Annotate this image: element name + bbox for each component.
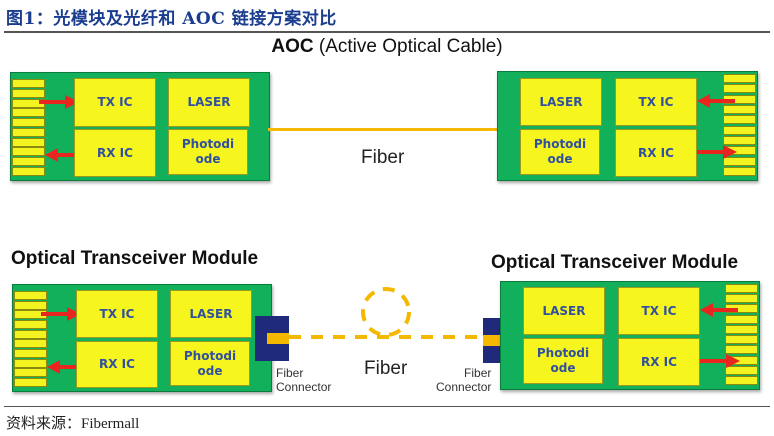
tx-ic-chip: TX IC (615, 78, 697, 126)
photodiode-chip: Photodi ode (170, 341, 250, 386)
source-divider (4, 406, 770, 407)
arrow-right-icon (697, 145, 737, 159)
rx-ic-chip: RX IC (76, 341, 158, 388)
laser-chip: LASER (523, 287, 605, 335)
tx-ic-chip: TX IC (618, 287, 700, 335)
arrow-left-icon (47, 360, 85, 374)
transceiver-right-module: LASER Photodi ode TX IC RX IC (500, 281, 760, 390)
aoc-fiber-line (268, 128, 500, 131)
arrow-right-icon (39, 95, 79, 109)
dashed-fiber (289, 287, 484, 339)
tx-ic-chip: TX IC (74, 78, 156, 127)
photodiode-chip: Photodi ode (520, 129, 600, 175)
laser-chip: LASER (520, 78, 602, 126)
laser-chip: LASER (168, 78, 250, 127)
transceiver-left-module: TX IC RX IC LASER Photodi ode (12, 284, 272, 392)
edge-connector-pins (14, 291, 47, 387)
aoc-heading-bold: AOC (271, 36, 314, 57)
edge-connector-pins (12, 79, 45, 176)
edge-connector-pins (723, 74, 756, 176)
fiber-loop (361, 287, 411, 337)
rx-ic-chip: RX IC (615, 129, 697, 177)
arrow-right-icon (700, 354, 740, 368)
transceiver-fiber-label: Fiber (364, 358, 408, 379)
figure-source: 资料来源：Fibermall (6, 416, 140, 432)
laser-chip: LASER (170, 290, 252, 338)
photodiode-chip: Photodi ode (523, 338, 603, 384)
edge-connector-pins (725, 284, 758, 385)
connector-core (267, 333, 289, 344)
rx-ic-chip: RX IC (74, 129, 156, 177)
arrow-right-icon (41, 307, 81, 321)
figure-title: 图1：光模块及光纤和 AOC 链接方案对比 (6, 9, 337, 29)
aoc-heading-rest: (Active Optical Cable) (313, 36, 503, 57)
photodiode-chip: Photodi ode (168, 129, 248, 175)
tx-ic-chip: TX IC (76, 290, 158, 338)
aoc-fiber-label: Fiber (361, 147, 405, 168)
arrow-left-icon (700, 303, 738, 317)
right-connector-label: Fiber Connector (436, 366, 492, 394)
aoc-heading: AOC (Active Optical Cable) (0, 36, 774, 58)
connector-core (483, 335, 505, 346)
left-transceiver-heading: Optical Transceiver Module (11, 248, 259, 269)
arrow-left-icon (697, 94, 735, 108)
aoc-left-module: TX IC RX IC LASER Photodi ode (10, 72, 270, 181)
right-transceiver-heading: Optical Transceiver Module (491, 252, 739, 273)
arrow-left-icon (45, 148, 83, 162)
rx-ic-chip: RX IC (618, 338, 700, 386)
title-divider (4, 31, 770, 33)
left-connector-label: Fiber Connector (276, 366, 332, 394)
left-fiber-connector (255, 316, 289, 361)
aoc-right-module: LASER Photodi ode TX IC RX IC (497, 71, 758, 181)
